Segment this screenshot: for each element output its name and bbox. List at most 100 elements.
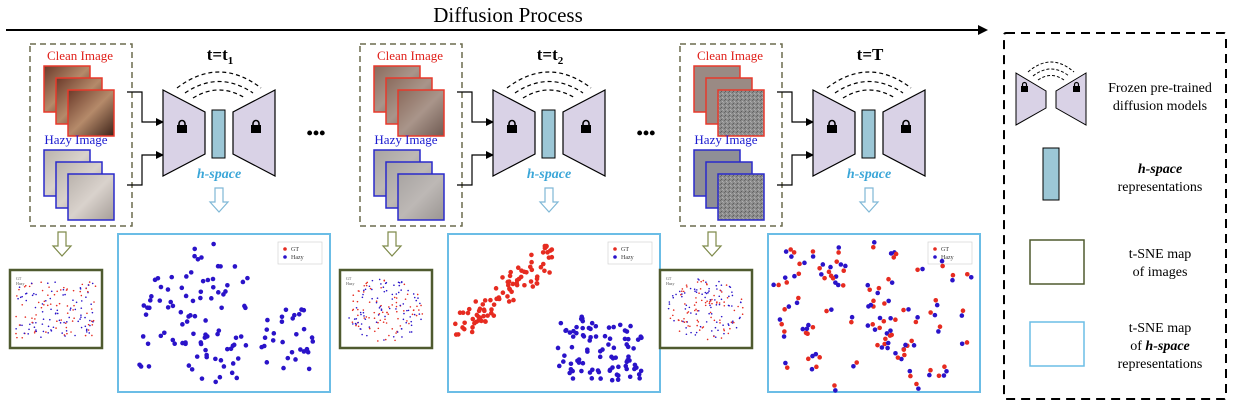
gt-point: [784, 365, 790, 370]
hazy-point: [61, 332, 63, 334]
gt-point: [682, 290, 685, 293]
gt-point: [356, 300, 359, 303]
gt-point: [693, 309, 696, 312]
legend-tsne-images-label-1: t-SNE map: [1129, 247, 1192, 262]
hazy-point: [234, 375, 240, 381]
hazy-point: [576, 357, 582, 362]
lock-icon: [177, 119, 187, 133]
frozen-unet: [492, 71, 606, 177]
hazy-point: [588, 326, 593, 332]
gt-point: [395, 297, 398, 299]
hazy-point: [301, 307, 307, 313]
gt-point: [680, 293, 682, 296]
hazy-point: [589, 376, 595, 381]
skip-connection: [834, 81, 904, 94]
tsne-legend-gt-marker: [613, 247, 617, 251]
gt-point: [384, 318, 386, 321]
down-arrow-icon: [208, 187, 230, 213]
hazy-point: [225, 282, 230, 288]
hazy-image-thumbnail: [397, 173, 445, 221]
gt-point: [814, 364, 819, 370]
hazy-point: [683, 292, 686, 294]
hazy-point: [735, 326, 738, 329]
hazy-point: [819, 272, 824, 277]
gt-point: [901, 347, 907, 352]
hazy-point: [23, 332, 26, 335]
hazy-point: [936, 329, 941, 334]
hazy-point: [777, 317, 783, 322]
hazy-point: [715, 304, 718, 306]
hazy-point: [364, 318, 367, 320]
gt-point: [849, 319, 854, 325]
hazy-point: [203, 347, 208, 353]
hazy-point: [169, 274, 175, 280]
hazy-point: [40, 336, 42, 338]
gt-point: [368, 316, 370, 319]
gt-point: [55, 327, 57, 329]
clean-image-label: Clean Image: [697, 48, 763, 63]
hazy-connector-arrow: [777, 151, 814, 186]
gt-point: [685, 284, 688, 286]
hazy-point: [168, 299, 174, 305]
hazy-point: [210, 284, 216, 290]
hazy-point: [708, 312, 710, 315]
hazy-point: [607, 336, 613, 342]
hazy-point: [279, 314, 285, 320]
gt-point: [416, 293, 419, 296]
gt-point: [404, 298, 407, 300]
hazy-point: [74, 334, 76, 337]
gt-point: [369, 287, 372, 290]
image-input-box: [29, 43, 133, 227]
hazy-point: [219, 305, 224, 311]
hazy-point: [264, 360, 270, 365]
legend-unet-icon: [1015, 61, 1087, 126]
hazy-point: [179, 285, 185, 291]
gt-point: [399, 325, 402, 327]
gt-point: [357, 325, 360, 328]
gt-point: [395, 305, 398, 308]
hazy-point: [296, 311, 302, 317]
gt-point: [695, 308, 697, 311]
hazy-point: [298, 347, 303, 352]
gt-point: [826, 269, 832, 275]
gt-point: [914, 381, 919, 387]
tsne-legend-box: [277, 241, 323, 265]
hazy-point: [889, 280, 895, 285]
hazy-point: [35, 329, 37, 331]
legend-tsne-hspace-icon: [1029, 321, 1085, 367]
gt-point: [718, 302, 721, 304]
diffusion-process-arrow: Diffusion Process: [6, 3, 988, 35]
tsne-legend-hazy-marker: [613, 255, 617, 259]
gt-point: [403, 310, 405, 312]
hazy-point: [685, 304, 688, 307]
tsne-legend-gt-label: GT: [941, 247, 949, 253]
gt-point: [368, 301, 371, 303]
hazy-point: [636, 372, 642, 377]
gt-point: [58, 302, 61, 305]
gt-point: [698, 292, 700, 294]
gt-point: [713, 319, 716, 322]
hazy-point: [218, 358, 224, 363]
hazy-point: [568, 366, 574, 372]
hazy-point: [668, 301, 671, 303]
hazy-point: [688, 306, 691, 309]
gt-point: [915, 267, 920, 273]
hazy-point: [158, 333, 164, 339]
gt-point: [687, 325, 689, 327]
gt-point: [540, 261, 546, 267]
hazy-point: [56, 309, 59, 312]
hazy-point: [34, 306, 37, 309]
tsne-images-frame: [8, 268, 104, 350]
gt-point: [684, 303, 686, 305]
legend-panel: Frozen pre-trained diffusion models h-sp…: [1003, 32, 1227, 400]
hazy-point: [46, 282, 49, 285]
gt-point: [15, 315, 17, 318]
gt-point: [482, 319, 488, 324]
hazy-point: [29, 323, 31, 326]
hazy-point: [418, 313, 421, 315]
hazy-point: [188, 270, 194, 275]
gt-point: [913, 319, 919, 325]
hazy-point: [800, 326, 806, 332]
